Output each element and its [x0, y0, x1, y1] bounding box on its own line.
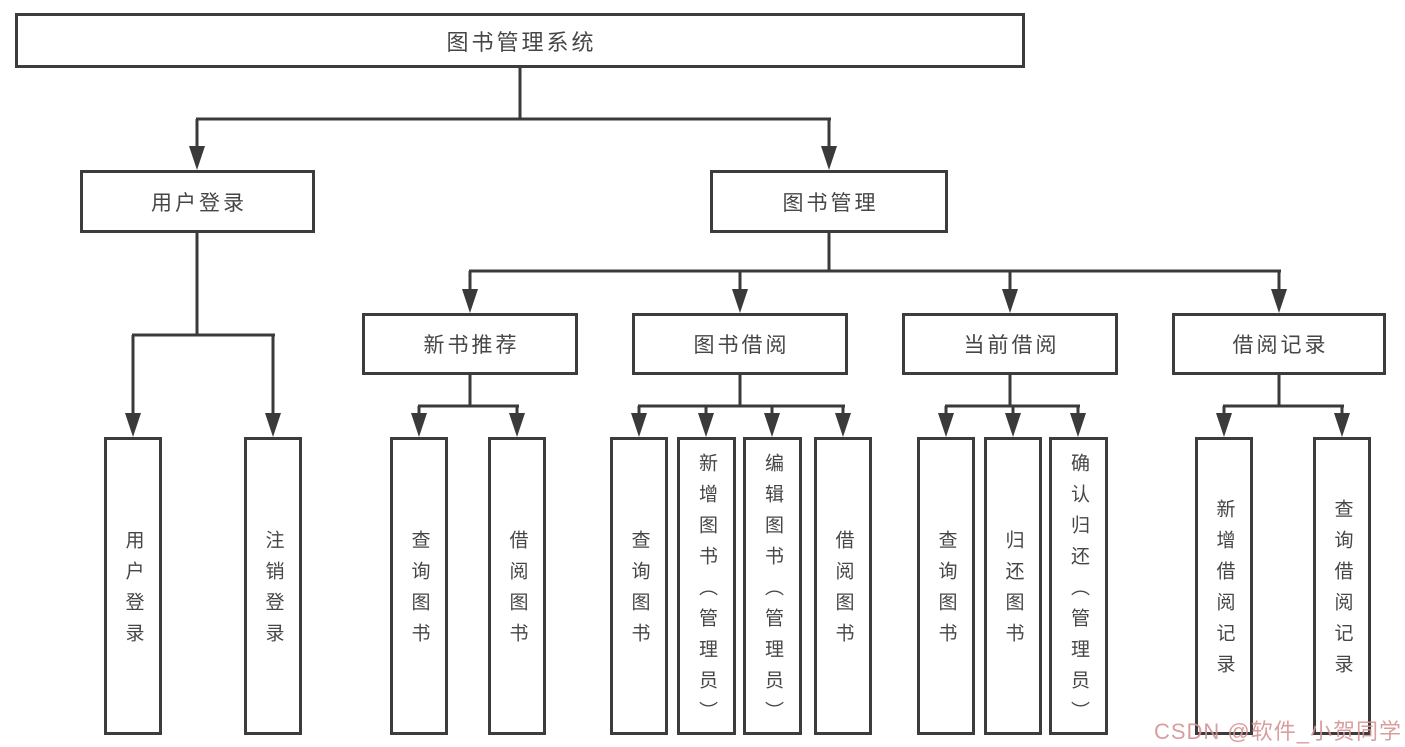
node-label: 用户登录	[151, 191, 247, 215]
node-label: 新增图书（管理员）	[696, 452, 717, 732]
node-book-management: 图书管理	[710, 170, 948, 233]
node-label: 借阅图书	[506, 530, 528, 654]
leaf-user-login: 用户登录	[104, 437, 162, 735]
node-library-management-system: 图书管理系统	[15, 13, 1025, 68]
node-label: 归还图书	[1002, 530, 1024, 654]
leaf-edit-books-admin: 编辑图书（管理员）	[743, 437, 802, 735]
leaf-query-books-borrowing: 查询图书	[610, 437, 668, 735]
leaf-query-borrow-record: 查询借阅记录	[1313, 437, 1371, 735]
leaf-logout: 注销登录	[244, 437, 302, 735]
node-label: 图书管理	[782, 191, 879, 215]
node-new-book-recommend: 新书推荐	[362, 313, 578, 375]
node-label: 确认归还（管理员）	[1068, 452, 1089, 732]
node-label: 查询借阅记录	[1331, 499, 1353, 685]
node-label: 用户登录	[122, 530, 144, 654]
node-label: 当前借阅	[963, 334, 1060, 357]
node-label: 新书推荐	[423, 334, 520, 357]
leaf-query-books-current: 查询图书	[917, 437, 975, 735]
leaf-add-books-admin: 新增图书（管理员）	[677, 437, 736, 735]
node-label: 查询图书	[408, 530, 430, 654]
node-label: 图书管理系统	[446, 29, 597, 55]
node-label: 新增借阅记录	[1213, 499, 1235, 685]
node-book-borrowing: 图书借阅	[632, 313, 848, 375]
leaf-borrow-books-recommend: 借阅图书	[488, 437, 546, 735]
leaf-borrow-books: 借阅图书	[814, 437, 872, 735]
node-current-borrowing: 当前借阅	[902, 313, 1118, 375]
node-label: 查询图书	[935, 530, 957, 654]
node-user-login: 用户登录	[80, 170, 315, 233]
node-borrowing-records: 借阅记录	[1172, 313, 1386, 375]
node-label: 借阅记录	[1232, 334, 1329, 357]
node-label: 注销登录	[262, 530, 284, 654]
node-label: 编辑图书（管理员）	[762, 452, 783, 732]
node-label: 图书借阅	[693, 334, 790, 357]
leaf-return-books: 归还图书	[984, 437, 1042, 735]
node-label: 借阅图书	[832, 530, 854, 654]
node-label: 查询图书	[628, 530, 650, 654]
leaf-query-books-recommend: 查询图书	[390, 437, 448, 735]
leaf-add-borrow-record: 新增借阅记录	[1195, 437, 1253, 735]
leaf-confirm-return-admin: 确认归还（管理员）	[1049, 437, 1108, 735]
